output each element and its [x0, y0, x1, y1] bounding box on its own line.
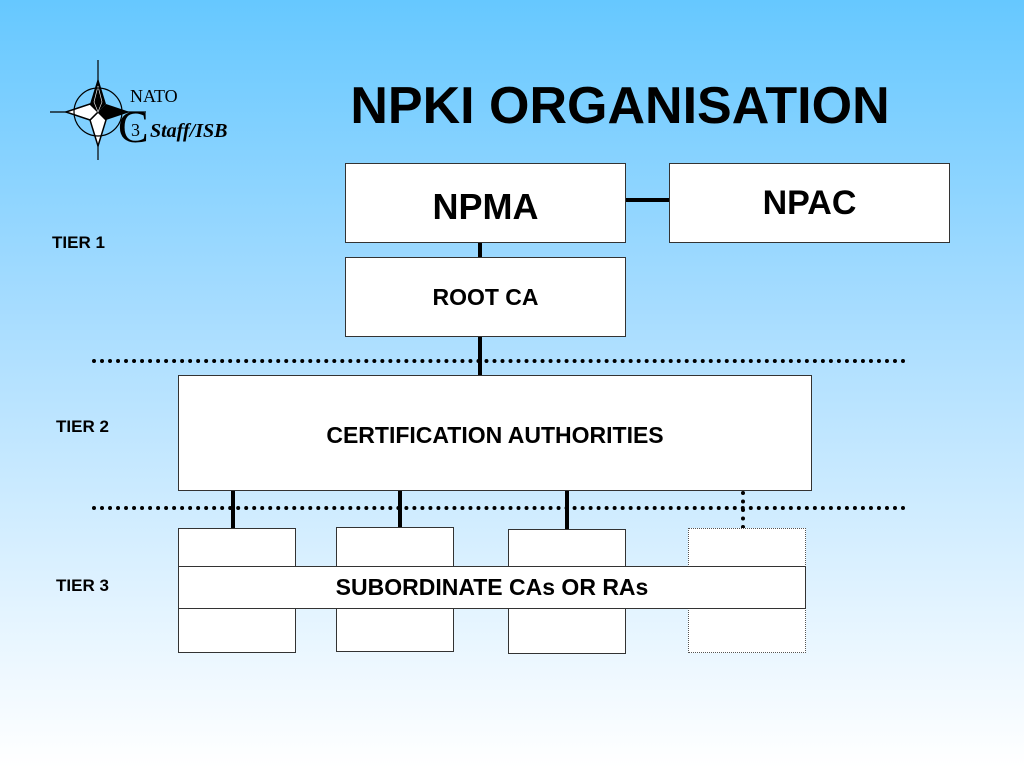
page-title: NPKI ORGANISATION: [350, 77, 890, 135]
ca-sub2-connector: [398, 491, 402, 529]
tier-2-label: TIER 2: [56, 417, 109, 436]
tier-2-3-separator: [92, 506, 906, 510]
root-ca-connector: [478, 337, 482, 375]
tier-1-label: TIER 1: [52, 233, 105, 252]
root-ca-label: ROOT CA: [432, 283, 539, 310]
logo-c-letter: C: [118, 101, 149, 152]
npma-root-connector: [478, 243, 482, 257]
logo-c3-number: 3: [131, 120, 140, 140]
npac-label: NPAC: [762, 184, 857, 222]
ca-sub1-connector: [231, 491, 235, 529]
compass-star-icon: [50, 60, 146, 160]
logo-staff-isb-text: Staff/ISB: [150, 120, 228, 142]
certification-authorities-box: CERTIFICATION AUTHORITIES: [178, 375, 812, 491]
npac-box: NPAC: [669, 163, 950, 243]
npma-label: NPMA: [432, 186, 539, 227]
npma-npac-connector: [626, 198, 670, 202]
root-ca-box: ROOT CA: [345, 257, 626, 337]
tier-3-label: TIER 3: [56, 576, 109, 595]
subordinate-label-band: SUBORDINATE CAs OR RAs: [178, 566, 806, 609]
subordinate-label: SUBORDINATE CAs OR RAs: [335, 574, 649, 600]
logo-nato-text: NATO: [130, 86, 178, 106]
certification-authorities-label: CERTIFICATION AUTHORITIES: [326, 421, 664, 448]
npma-box: NPMA: [345, 163, 626, 243]
ca-sub4-dotted-connector: [741, 491, 745, 529]
tier-1-2-separator: [92, 359, 906, 363]
nato-logo: NATO C 3 Staff/ISB: [50, 58, 270, 163]
ca-sub3-connector: [565, 491, 569, 529]
